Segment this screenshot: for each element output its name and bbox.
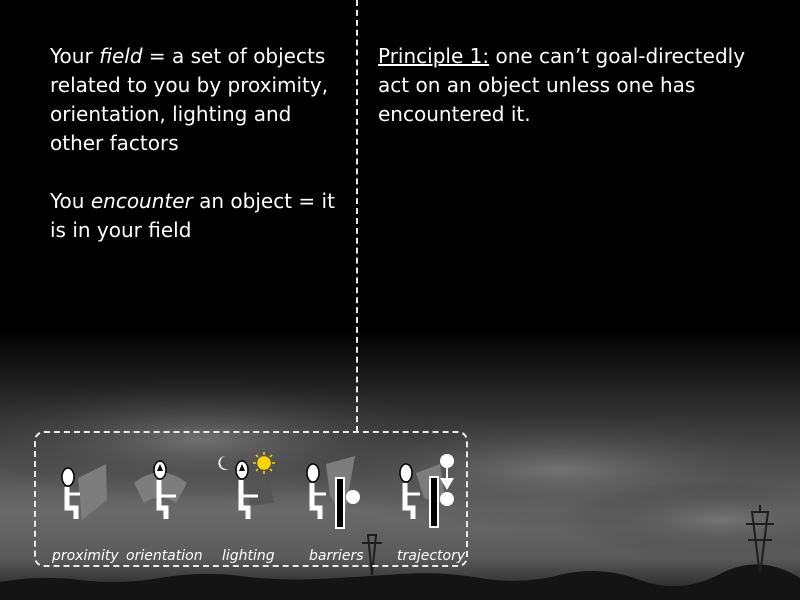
lighting-icon [235, 460, 274, 519]
field-definition: Your field = a set of objects related to… [50, 42, 340, 245]
label-trajectory: trajectory [397, 548, 466, 564]
label-orientation: orientation [126, 548, 203, 564]
trajectory-icon [399, 454, 454, 528]
encounter-definition-paragraph: You encounter an object = it is in your … [50, 189, 335, 242]
field-term: field [99, 44, 143, 68]
proximity-icon [61, 464, 107, 520]
principle-heading: Principle 1: [378, 44, 490, 68]
factors-panel [34, 431, 468, 567]
sun-icon [253, 452, 275, 474]
vertical-divider [356, 0, 358, 432]
barriers-icon [306, 456, 360, 529]
orientation-icon [134, 460, 187, 519]
principle-statement: Principle 1: one can’t goal-directedly a… [378, 42, 778, 129]
label-lighting: lighting [222, 548, 275, 564]
field-definition-paragraph: Your field = a set of objects related to… [50, 44, 329, 155]
label-proximity: proximity [52, 548, 119, 564]
pylon-icon [362, 505, 774, 576]
encounter-term: encounter [90, 189, 193, 213]
principle-body: one can’t goal-directedly act on an obje… [378, 44, 746, 126]
moon-icon [218, 456, 229, 470]
label-barriers: barriers [309, 548, 364, 564]
